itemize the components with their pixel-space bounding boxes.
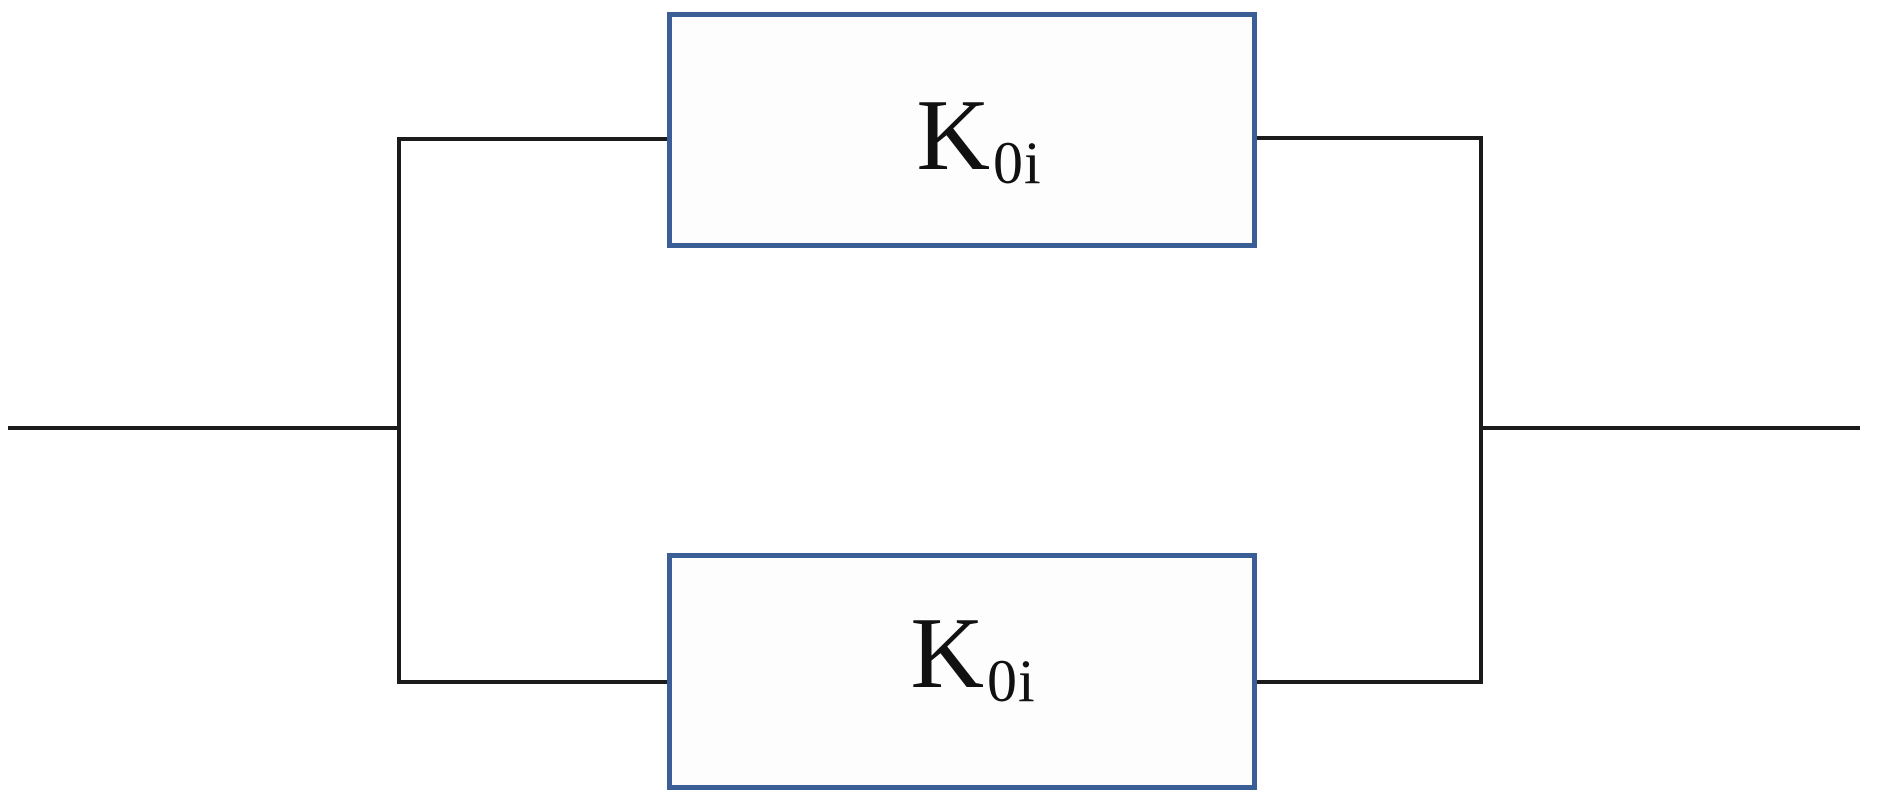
bottom-gain-block-label: K0i [910,602,1034,711]
gain-symbol: K [910,596,985,710]
gain-subscript: 0i [987,647,1036,714]
top-branch-output-wire [1257,136,1483,140]
gain-symbol: K [916,79,991,192]
top-branch-input-wire [397,137,667,141]
left-junction-bus-wire [397,137,401,684]
output-wire [1479,426,1860,430]
bottom-gain-block: K0i [667,553,1257,790]
gain-subscript: 0i [993,130,1042,196]
input-wire [8,426,399,430]
bottom-branch-input-wire [397,680,667,684]
top-gain-block-label: K0i [916,85,1040,194]
bottom-branch-output-wire [1257,680,1483,684]
right-junction-bus-wire [1479,136,1483,684]
top-gain-block: K0i [667,12,1257,248]
